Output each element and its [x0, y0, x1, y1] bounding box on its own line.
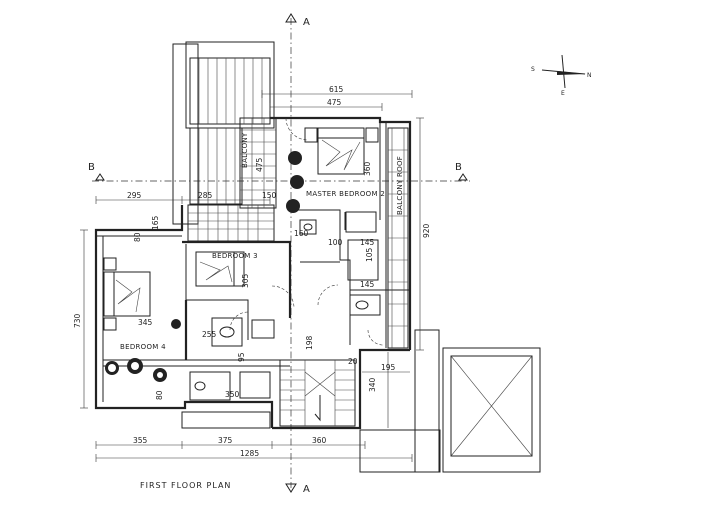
bedroom4-bed [103, 257, 151, 331]
section-label-top: A [303, 17, 310, 28]
dim-340: 340 [368, 377, 377, 392]
dim-730: 730 [73, 313, 82, 328]
master-bed [304, 127, 379, 175]
bedroom3-bed [195, 251, 245, 287]
dimension-lines [80, 90, 424, 462]
dim-198: 198 [305, 335, 314, 350]
dim-165: 165 [151, 215, 160, 230]
wardrobe-right [387, 127, 409, 349]
north-arrow-icon: S N E [531, 54, 592, 97]
dim-295: 295 [127, 191, 142, 200]
dim-145-lower: 145 [360, 280, 375, 289]
bathroom-fixtures [189, 211, 381, 401]
dim-160: 160 [294, 229, 309, 238]
drawing-title: FIRST FLOOR PLAN [140, 481, 231, 490]
dim-360-bottom: 360 [312, 436, 327, 445]
dim-1285: 1285 [240, 449, 259, 458]
axis-line-b: B B [88, 162, 470, 182]
dim-475-vertical: 475 [255, 157, 264, 172]
plants-icons [105, 151, 304, 382]
dim-375: 375 [218, 436, 233, 445]
tiled-terrace [187, 204, 275, 242]
room-label-balcony-left: BALCONY [241, 132, 249, 168]
room-label-bedroom3: BEDROOM 3 [212, 252, 258, 260]
dim-95: 95 [237, 352, 246, 362]
dim-615: 615 [329, 85, 344, 94]
dim-145-upper: 145 [360, 238, 375, 247]
svg-text:E: E [561, 90, 565, 97]
dim-345: 345 [138, 318, 153, 327]
dim-80-top: 80 [133, 232, 142, 242]
roof-terrace [181, 329, 541, 473]
room-label-bedroom4: BEDROOM 4 [120, 343, 166, 351]
svg-text:S: S [531, 66, 535, 73]
dim-305: 305 [241, 273, 250, 288]
svg-text:N: N [587, 72, 592, 79]
axis-label-left: B [88, 162, 95, 173]
room-label-master: MASTER BEDROOM 2 [306, 190, 385, 198]
dim-920: 920 [422, 223, 431, 238]
dim-360-vertical: 360 [363, 161, 372, 176]
dim-355: 355 [133, 436, 148, 445]
balcony-left [172, 41, 275, 225]
dim-285: 285 [198, 191, 213, 200]
dim-195: 195 [381, 363, 396, 372]
dim-475-horizontal: 475 [327, 98, 342, 107]
dim-100: 100 [328, 238, 343, 247]
tiled-corridor [239, 117, 277, 209]
dimension-labels: 615 475 475 360 920 295 285 150 165 80 7… [73, 85, 431, 458]
dim-105: 105 [365, 247, 374, 262]
section-label-bottom: A [303, 484, 310, 495]
dim-80-bottom: 80 [155, 390, 164, 400]
room-label-balcony-right: BALCONY ROOF [396, 156, 404, 215]
dim-150: 150 [262, 191, 277, 200]
dim-20: 20 [348, 357, 358, 366]
staircase [279, 359, 356, 427]
axis-label-right: B [455, 162, 462, 173]
dim-350: 350 [225, 390, 240, 399]
dim-255: 255 [202, 330, 217, 339]
